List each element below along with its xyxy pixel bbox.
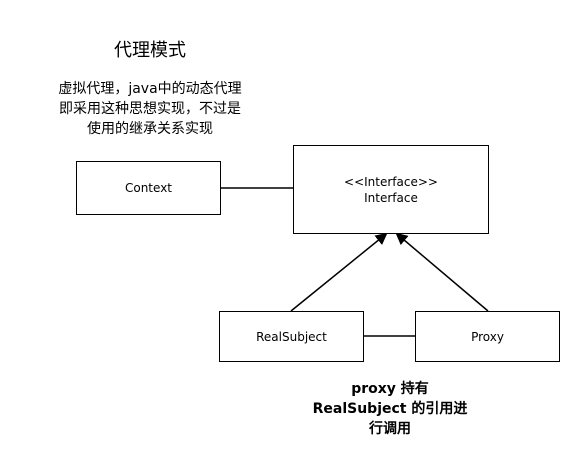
proxy-note: proxy 持有 RealSubject 的引用进 行调用 — [280, 379, 500, 439]
description-line: 虚拟代理，java中的动态代理 — [58, 81, 242, 97]
context-box: Context — [76, 161, 221, 215]
description-line: 即采用这种思想实现，不过是 — [59, 101, 241, 117]
diagram-title: 代理模式 — [114, 40, 186, 61]
context-label: Context — [124, 181, 172, 195]
proxy-box: Proxy — [415, 311, 560, 362]
interface-stereotype: <<Interface>> — [344, 174, 438, 189]
description-line: 使用的继承关系实现 — [87, 121, 213, 137]
realsubject-box: RealSubject — [219, 311, 364, 362]
proxy-implements-arrow — [395, 232, 489, 312]
interface-box: <<Interface>> Interface — [293, 145, 489, 234]
description-text: 虚拟代理，java中的动态代理 即采用这种思想实现，不过是 使用的继承关系实现 — [15, 79, 285, 139]
note-line: 行调用 — [369, 421, 411, 437]
note-line: RealSubject 的引用进 — [312, 401, 468, 417]
realsubject-implements-arrow — [290, 232, 388, 312]
realsubject-label: RealSubject — [256, 329, 327, 344]
interface-name: Interface — [364, 190, 418, 205]
note-line: proxy 持有 — [351, 381, 429, 397]
proxy-label: Proxy — [471, 329, 504, 344]
